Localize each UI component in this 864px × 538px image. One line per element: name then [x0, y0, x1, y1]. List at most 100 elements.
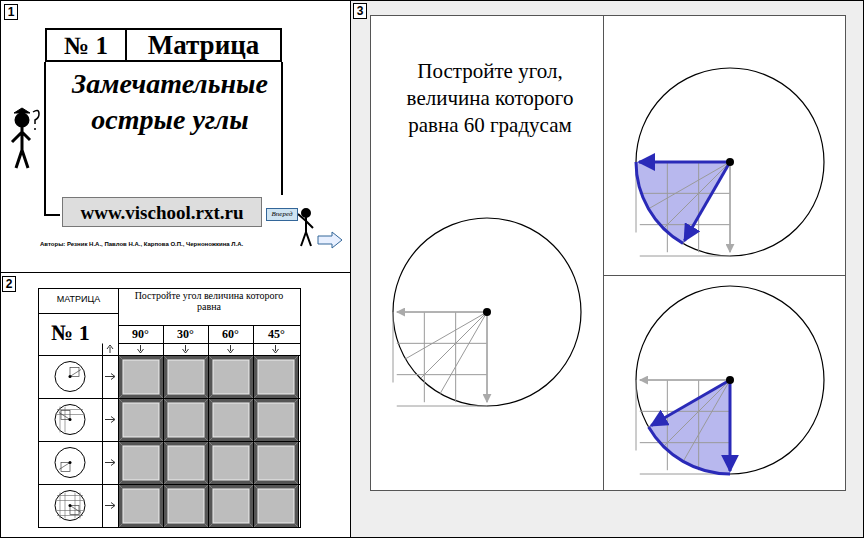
button: [168, 489, 204, 523]
bevel: [119, 485, 163, 527]
stick-figure: [298, 209, 313, 246]
button: [168, 403, 204, 437]
center-dot: [69, 461, 72, 464]
stroke: [60, 407, 61, 433]
center-dot: [69, 375, 72, 378]
down-arrow: [183, 345, 189, 353]
forward-button: Вперед: [266, 208, 298, 221]
circle-icon: [55, 448, 85, 478]
button-frame: [209, 356, 254, 399]
circle: [393, 218, 581, 406]
button-frame: [164, 442, 209, 485]
stroke: [424, 312, 425, 402]
center-dot: [69, 504, 72, 507]
button-frame: [254, 399, 299, 442]
panel-number: 1: [4, 4, 18, 20]
button: [213, 403, 249, 437]
button-frame: [119, 485, 164, 528]
down-arrow: [138, 345, 144, 353]
stroke: [683, 162, 730, 244]
button-frame: [209, 399, 254, 442]
circle-icon: [55, 405, 85, 435]
down-arrow: [273, 345, 279, 353]
node-text: 1: [8, 6, 15, 18]
ray: [685, 162, 731, 241]
button: [258, 489, 294, 523]
button-frame: [254, 442, 299, 485]
node-text: 2: [6, 278, 13, 290]
stroke: [486, 312, 488, 402]
forward-arrow: [318, 232, 342, 248]
table-cell: № 1: [39, 320, 102, 346]
stroke: [640, 411, 730, 412]
stroke: [397, 406, 487, 407]
button: [123, 360, 159, 394]
stroke: [640, 161, 730, 163]
url-box: www.vischool.rxt.ru: [62, 197, 262, 227]
bevel: [164, 399, 208, 441]
button-frame: [164, 485, 209, 528]
stroke: [730, 162, 731, 252]
circle-icon: [55, 362, 85, 392]
button-frame: [164, 356, 209, 399]
button: [213, 489, 249, 523]
stroke: [397, 374, 487, 375]
angle-value: 90°: [118, 327, 163, 342]
stroke: [421, 312, 487, 378]
bevel: [164, 356, 208, 398]
stroke: [393, 312, 394, 383]
task-frame: [371, 16, 846, 491]
bevel: [209, 356, 253, 398]
bevel: [119, 442, 163, 484]
circle: [636, 286, 824, 474]
button: [258, 446, 294, 480]
ray: [639, 161, 730, 164]
center-dot: [69, 418, 72, 421]
angle-value: 45°: [253, 327, 300, 342]
node-subtext: Матрица: [127, 32, 280, 59]
stroke: [65, 493, 66, 519]
stroke: [57, 500, 83, 501]
matrix-table: [39, 289, 301, 528]
panel: [351, 1, 864, 538]
stroke: [70, 506, 81, 513]
angle-value: 60°: [208, 327, 253, 342]
stroke: [405, 312, 487, 359]
button-frame: [254, 485, 299, 528]
circle-icon: [55, 491, 85, 521]
bevel: [119, 356, 163, 398]
stroke: [80, 493, 81, 519]
up-arrow: [107, 345, 113, 353]
stroke: [59, 413, 70, 420]
right-arrow: [105, 503, 115, 509]
angle-sector: [649, 380, 730, 474]
stroke: [640, 162, 730, 163]
down-arrow: [228, 345, 234, 353]
stroke: [57, 515, 83, 516]
right-arrow: [105, 417, 115, 423]
button: [168, 446, 204, 480]
node-text: № 1: [47, 30, 127, 60]
button: [168, 360, 204, 394]
bevel: [209, 485, 253, 527]
panel-number: 3: [353, 3, 367, 19]
bevel: [209, 442, 253, 484]
panel: [1, 273, 351, 538]
center-dot: [483, 308, 491, 316]
question-mark: [33, 110, 39, 130]
button-frame: [164, 399, 209, 442]
stroke: [57, 495, 83, 496]
stroke: [60, 493, 61, 519]
task-text: Постройте угол, величина которого равна …: [384, 58, 596, 139]
angle-value: 30°: [163, 327, 208, 342]
circle: [636, 68, 824, 256]
center-dot: [726, 158, 734, 166]
bevel: [209, 399, 253, 441]
stroke: [640, 256, 730, 257]
button: [123, 446, 159, 480]
ray: [651, 380, 730, 426]
stroke: [397, 343, 487, 344]
stroke: [640, 224, 730, 225]
title-box: № 1Матрица: [45, 28, 282, 62]
stroke: [57, 409, 83, 410]
